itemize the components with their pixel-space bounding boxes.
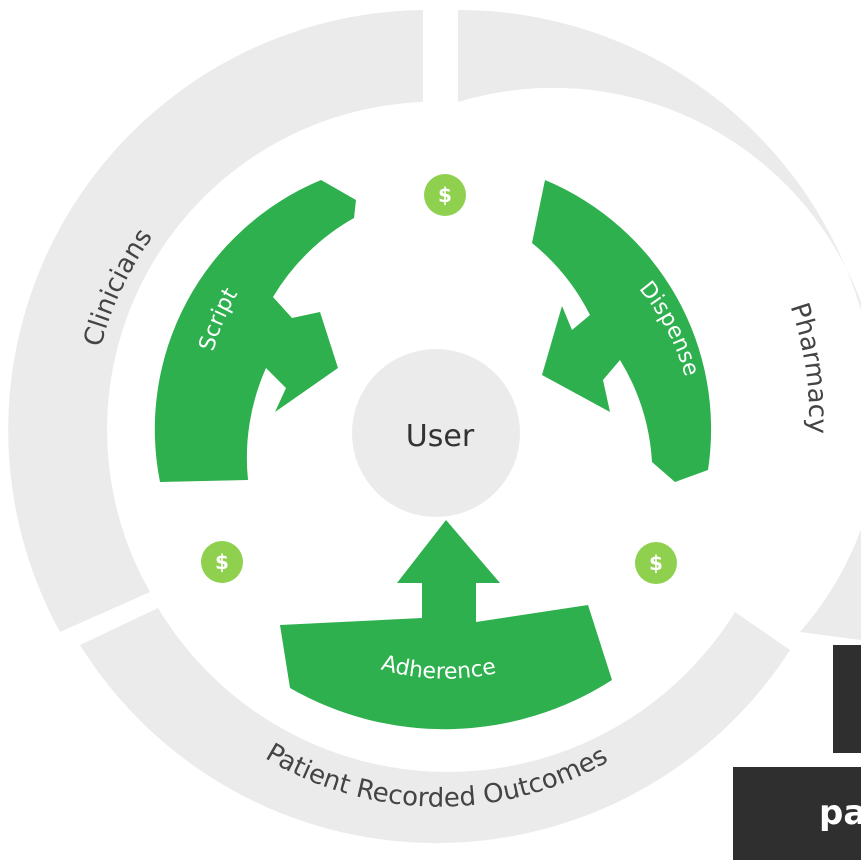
svg-text:$: $ xyxy=(438,183,452,207)
svg-text:$: $ xyxy=(649,551,663,575)
dollar-coin-icon: $ xyxy=(201,541,243,583)
overlay-dark-block xyxy=(833,645,861,753)
user-circle xyxy=(352,349,520,517)
segment-pharmacy-label: Pharmacy xyxy=(784,299,833,434)
dispense-arrow xyxy=(532,180,712,482)
svg-text:$: $ xyxy=(215,550,229,574)
adherence-arrow xyxy=(280,520,612,730)
dollar-coin-icon: $ xyxy=(424,174,466,216)
user-label: User xyxy=(406,419,475,454)
script-arrow xyxy=(154,180,356,482)
overlay-caption: pa xyxy=(733,767,861,860)
dollar-coin-icon: $ xyxy=(635,542,677,584)
segment-pharmacy xyxy=(458,9,861,640)
segment-patient-outcomes xyxy=(80,608,790,844)
segment-clinicians xyxy=(8,10,424,632)
